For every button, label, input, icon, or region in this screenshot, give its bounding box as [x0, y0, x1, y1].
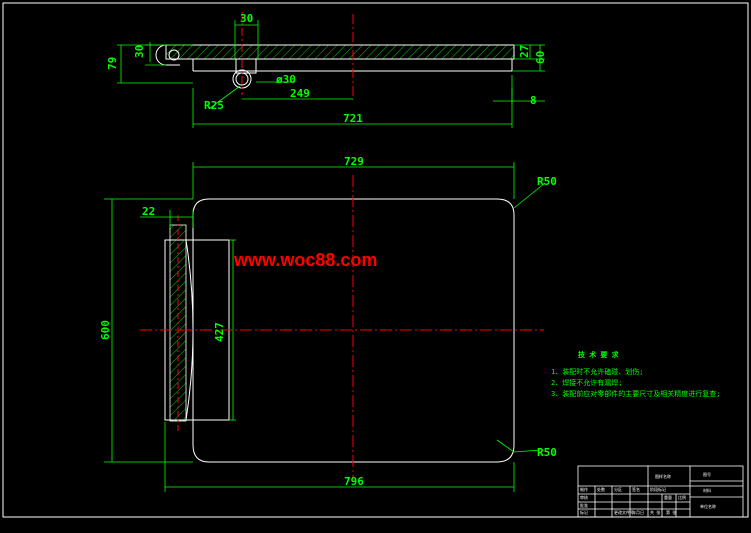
tb-cell-2: 批准	[580, 502, 588, 508]
tb-cell-8: 年月日	[632, 509, 644, 515]
top-bar-body	[165, 44, 515, 60]
technical-notes: 技 术 要 求 1、装配时不允许磕碰、划伤; 2、焊接不允许有漏焊; 3、装配前…	[551, 350, 720, 398]
hinge-pin-circle	[168, 49, 180, 61]
dim-796: 796	[344, 475, 364, 488]
hinge-curve	[185, 239, 194, 421]
tb-cell-7: 签名	[632, 486, 640, 492]
dim-729: 729	[344, 155, 364, 168]
dim-600: 600	[99, 320, 112, 340]
tb-cell-4: 处数	[597, 486, 605, 492]
tb-cell-3: 标记	[580, 509, 588, 515]
watermark-text: www.woc88.com	[233, 250, 377, 270]
title-block-text: 制作 审核 批准 标记 处数 分区 更改文件号 签名 年月日 阶段标记 重量 比…	[580, 471, 716, 515]
drawing-frame	[2, 2, 749, 518]
dim-8: 8	[530, 94, 537, 107]
dim-30-left: 30	[133, 45, 146, 58]
top-view: 30 30 79 27 60 ø30 249 R25 8 721	[106, 12, 547, 128]
tb-cell-10: 重量	[664, 494, 672, 500]
tb-cell-12: 共 张	[650, 509, 660, 515]
tb-cell-17: 单位名称	[700, 503, 716, 509]
dim-r25: R25	[204, 99, 224, 112]
notes-title: 技 术 要 求	[578, 350, 620, 359]
dim-30-top: 30	[240, 12, 253, 25]
dim-249: 249	[290, 87, 310, 100]
tb-cell-15: 图号	[703, 471, 711, 477]
tb-cell-13: 第 张	[666, 509, 676, 515]
tb-cell-14: 图样名称	[655, 473, 671, 479]
dim-79: 79	[106, 57, 119, 70]
tb-cell-0: 制作	[580, 486, 588, 492]
notes-item-2: 2、焊接不允许有漏焊;	[551, 378, 622, 387]
tb-cell-1: 审核	[580, 494, 588, 500]
dim-60: 60	[534, 51, 547, 64]
tb-cell-16: 材料	[703, 487, 711, 493]
tb-cell-5: 分区	[614, 486, 622, 492]
dim-dia30: ø30	[276, 73, 296, 86]
knuckle-block	[235, 58, 257, 74]
tb-cell-6: 更改文件号	[614, 509, 634, 515]
tb-cell-9: 阶段标记	[650, 486, 666, 492]
dim-427: 427	[213, 322, 226, 342]
tb-cell-11: 比例	[678, 494, 686, 500]
dim-721: 721	[343, 112, 363, 125]
notes-item-1: 1、装配时不允许磕碰、划伤;	[551, 367, 643, 376]
dim-27: 27	[518, 45, 531, 58]
dim-22: 22	[142, 205, 155, 218]
dim-r50-top: R50	[537, 175, 557, 188]
title-block	[577, 465, 744, 518]
dim-r50-bottom: R50	[537, 446, 557, 459]
plan-view: 729 R50 R50 22 600 427 796	[99, 155, 557, 492]
notes-item-3: 3、装配前应对零部件的主要尺寸及相关精度进行复查;	[551, 389, 720, 398]
board-outline	[192, 198, 515, 463]
